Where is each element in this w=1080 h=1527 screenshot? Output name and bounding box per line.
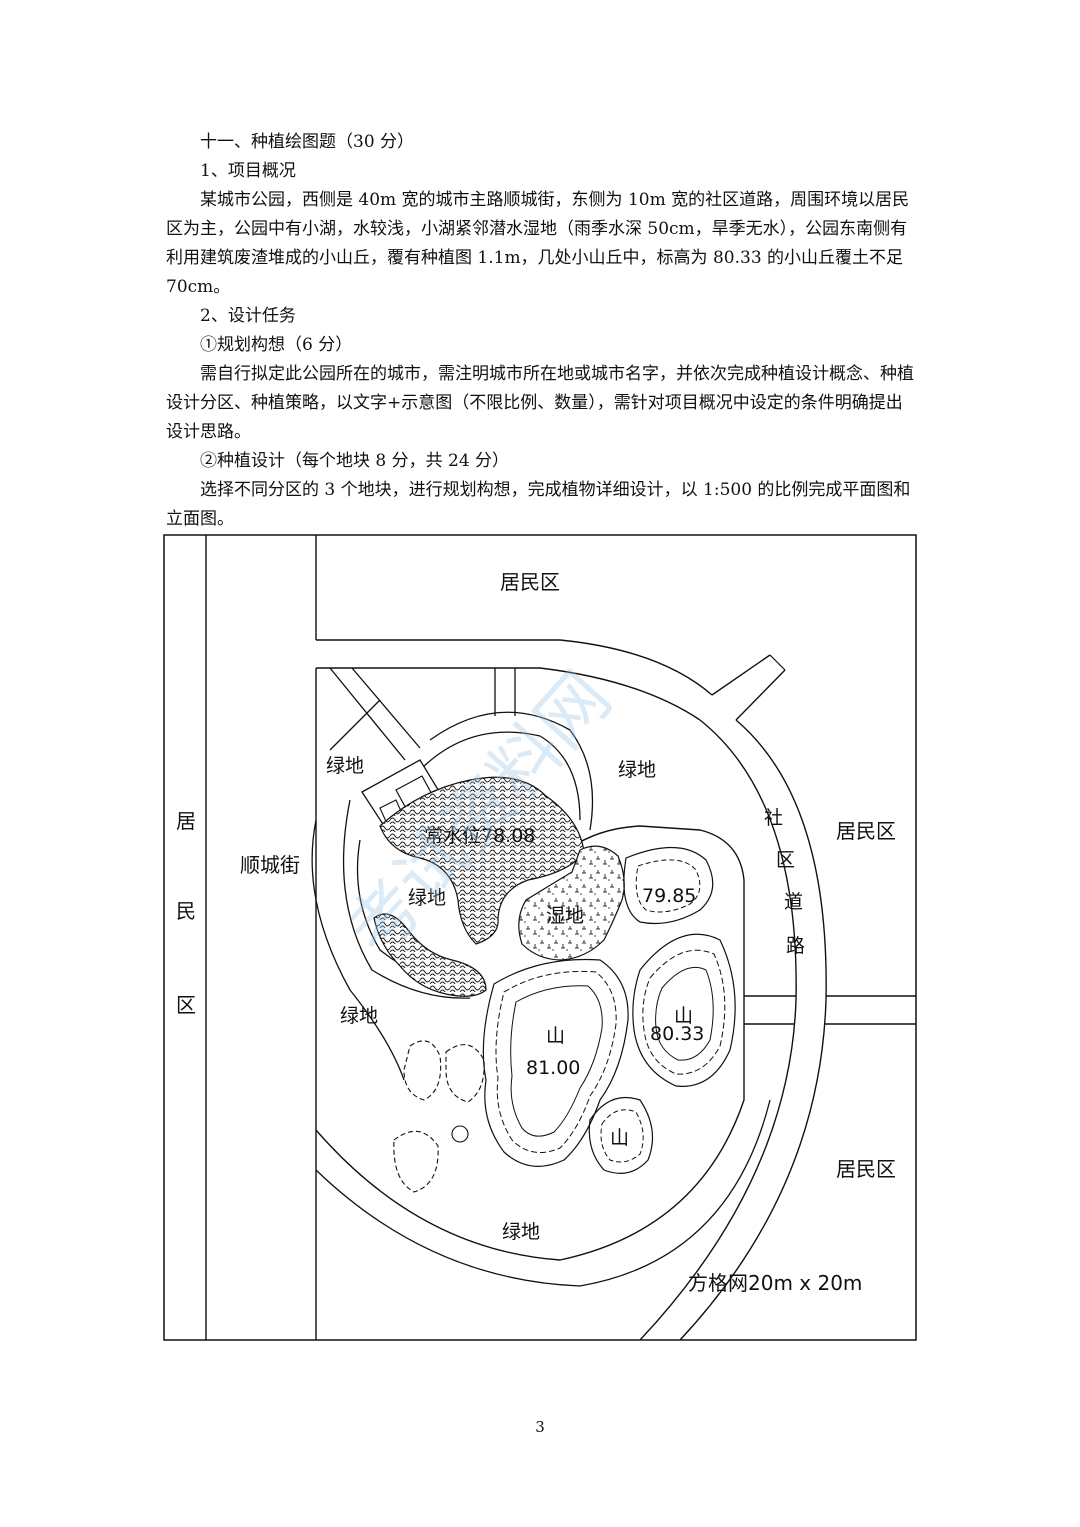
lake-lower-area (373, 913, 487, 997)
task-heading: 2、设计任务 (200, 306, 296, 326)
north-inner-boundary (316, 667, 701, 721)
label-road-east-4: 路 (786, 935, 805, 957)
question-text: 十一、种植绘图题（30 分） 1、项目概况 某城市公园，西侧是 40m 宽的城市… (166, 128, 918, 534)
label-water-level: 常水位78.08 (424, 825, 535, 847)
label-road-east-3: 道 (784, 891, 803, 913)
nw-entrance-path (329, 667, 421, 761)
task2-heading: ②种植设计（每个地块 8 分，共 24 分） (200, 451, 510, 471)
hill-81-00 (482, 958, 629, 1167)
label-residential-west-1: 居 (176, 809, 196, 833)
label-green-center: 绿地 (408, 887, 446, 909)
label-green-west: 绿地 (340, 1005, 378, 1027)
label-hill-big-char: 山 (546, 1025, 565, 1047)
label-residential-west-3: 区 (176, 993, 196, 1017)
label-green-south: 绿地 (502, 1221, 540, 1243)
label-wetland: 湿地 (546, 905, 584, 927)
lake-area (379, 776, 585, 945)
label-residential-north: 居民区 (500, 570, 560, 594)
mound-west-4 (451, 1125, 469, 1143)
north-boundary (316, 639, 713, 696)
label-road-east-1: 社 (764, 807, 783, 829)
community-road-inner (639, 719, 797, 1341)
label-road-east-2: 区 (776, 849, 795, 871)
map-frame (163, 534, 917, 1341)
mound-west-1 (403, 1040, 442, 1101)
ne-spur-road (711, 654, 786, 721)
hill-south-small (588, 1096, 654, 1174)
wetland-area (518, 845, 625, 961)
label-hill-south-char: 山 (610, 1127, 629, 1149)
label-hill-small-elev: 79.85 (642, 885, 696, 907)
north-entrance-path (494, 668, 516, 716)
overview-text: 某城市公园，西侧是 40m 宽的城市主路顺城街，东侧为 10m 宽的社区道路，周… (166, 190, 910, 297)
label-street-west: 顺城街 (240, 853, 300, 877)
page-number: 3 (535, 1418, 545, 1436)
question-title: 十一、种植绘图题（30 分） (200, 132, 415, 152)
label-residential-west-2: 民 (176, 899, 196, 923)
task2-text: 选择不同分区的 3 个地块，进行规划构想，完成植物详细设计，以 1:500 的比… (166, 480, 911, 529)
hill-80-33 (632, 933, 736, 1087)
label-green-nw: 绿地 (326, 755, 364, 777)
label-hill-east-char: 山 (674, 1005, 693, 1027)
label-residential-east-upper: 居民区 (836, 819, 896, 843)
label-hill-east-elev: 80.33 (650, 1023, 704, 1045)
community-road-outer (679, 719, 827, 1341)
label-residential-east-lower: 居民区 (836, 1157, 896, 1181)
label-grid-note: 方格网20m x 20m (688, 1271, 862, 1295)
task1-heading: ①规划构想（6 分） (200, 335, 353, 355)
label-green-north: 绿地 (618, 759, 656, 781)
park-perimeter-path (315, 825, 745, 1261)
overview-heading: 1、项目概况 (200, 161, 296, 181)
task1-text: 需自行拟定此公园所在的城市，需注明城市所在地或城市名字，并依次完成种植设计概念、… (166, 364, 914, 442)
mound-west-3 (393, 1130, 439, 1193)
hill-79-85 (623, 846, 714, 925)
label-hill-big-elev: 81.00 (526, 1057, 580, 1079)
mound-west-2 (445, 1044, 485, 1103)
